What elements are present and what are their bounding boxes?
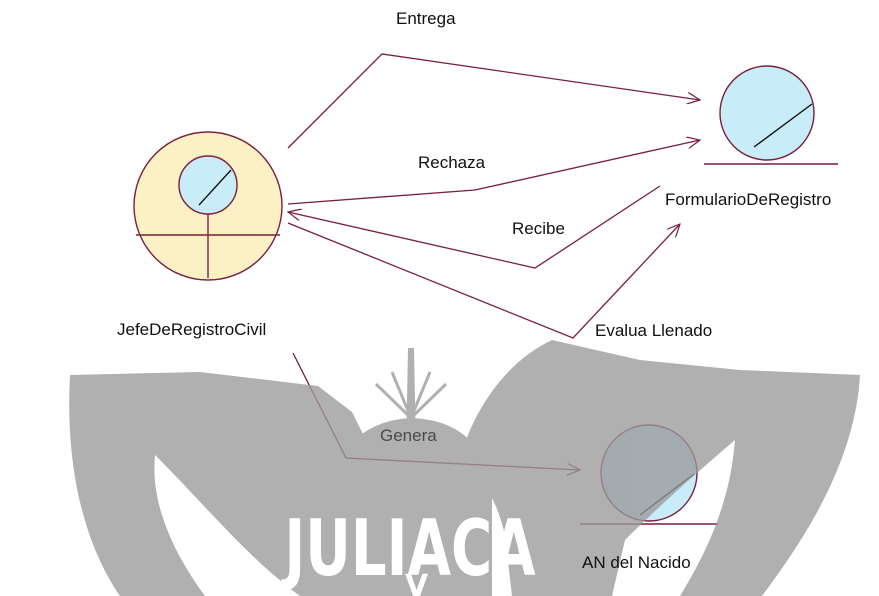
message-label-evalua: Evalua Llenado [595, 321, 713, 340]
watermark-center-mound [330, 418, 492, 596]
message-label-recibe: Recibe [512, 219, 565, 238]
actor-head-needle [198, 169, 232, 206]
message-arrow-entrega[interactable] [287, 53, 700, 149]
message-arrow-rechaza[interactable] [287, 140, 700, 205]
entity-needle [753, 103, 813, 148]
entity-name-acta: AN del Nacido [582, 553, 691, 572]
message-label-genera: Genera [380, 426, 437, 445]
watermark-left-wing [69, 372, 408, 596]
message-label-rechaza: Rechaza [418, 153, 486, 172]
watermark: JULIACA D V [69, 340, 860, 596]
actor-jefe[interactable] [133, 131, 283, 281]
actor-name-label: JefeDeRegistroCivil [117, 320, 267, 339]
entity-name-formulario: FormularioDeRegistro [665, 190, 832, 209]
watermark-right-wing [458, 340, 860, 596]
watermark-subletter: V [405, 569, 429, 596]
message-label-entrega: Entrega [396, 9, 456, 28]
message-arrow-evalua[interactable] [287, 222, 680, 339]
message-arrow-recibe[interactable] [288, 185, 661, 269]
entity-formulario[interactable] [704, 65, 838, 165]
actor-head-circle [178, 155, 238, 215]
entity-circle [719, 65, 815, 161]
watermark-rays [374, 371, 448, 420]
watermark-title: JULIACA [281, 504, 536, 595]
